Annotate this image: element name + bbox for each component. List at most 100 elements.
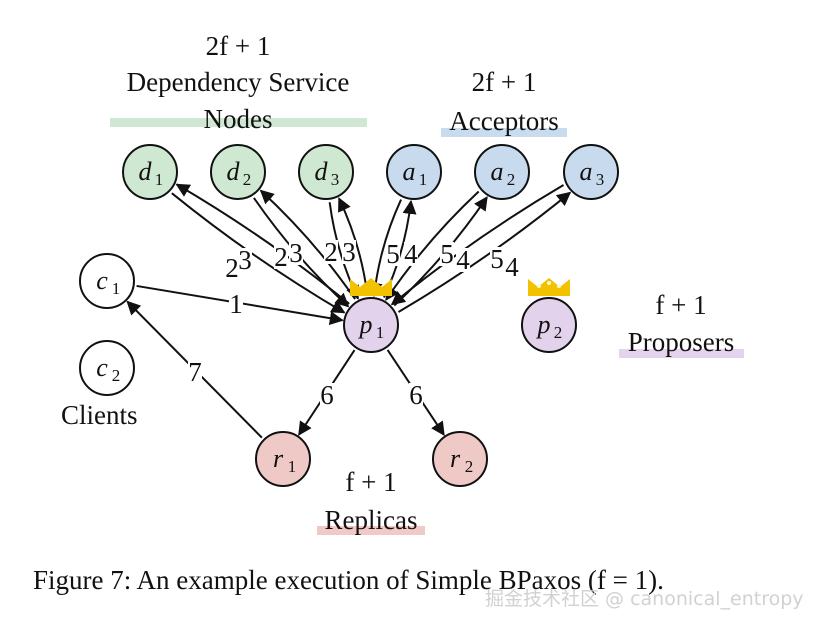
edge-label-bg	[440, 242, 454, 266]
crown-jewel	[537, 284, 541, 288]
dependency-name-label: Dependency Service	[126, 67, 350, 97]
replicas-name-label: Replicas	[324, 505, 418, 535]
node-sub-a1: 1	[419, 170, 428, 189]
crown-icon-p2	[528, 278, 570, 296]
replicas-count-label: f + 1	[345, 467, 397, 497]
edge-label-bg	[409, 383, 423, 407]
edge-label-p1-to-d2: 2	[274, 242, 288, 272]
edge-label-p1-to-r2: 6	[409, 380, 423, 410]
node-sub-r1: 1	[288, 457, 297, 476]
node-circle-a1	[386, 144, 442, 200]
node-sub-r2: 2	[465, 457, 474, 476]
edge-label-bg	[225, 256, 239, 280]
edge-label-c1-to-p1: 1	[229, 289, 243, 319]
node-label-a3: a	[580, 157, 593, 186]
edge-p1-to-a3	[397, 191, 572, 313]
crown-jewel	[557, 284, 561, 288]
node-label-p1: p	[358, 310, 373, 339]
edge-label-bg	[289, 241, 303, 265]
node-sub-d1: 1	[155, 170, 164, 189]
node-label-d2: d	[227, 157, 241, 186]
node-circle-r2	[432, 431, 488, 487]
node-label-r2: r	[450, 444, 461, 473]
edge-label-p1-to-d1: 2	[225, 253, 239, 283]
watermark: 掘金技术社区 @ canonical_entropy	[485, 588, 804, 610]
node-label-r1: r	[273, 444, 284, 473]
edge-label-d1-to-p1: 3	[238, 245, 252, 275]
edge-label-bg	[342, 240, 356, 264]
node-sub-p2: 2	[554, 323, 563, 342]
node-sub-p1: 1	[376, 323, 385, 342]
node-label-a1: a	[403, 157, 416, 186]
node-circle-c2	[79, 340, 135, 396]
edge-label-d2-to-p1: 3	[289, 238, 303, 268]
edge-label-d3-to-p1: 3	[342, 237, 356, 267]
edge-label-bg	[404, 242, 418, 266]
node-label-d3: d	[315, 157, 329, 186]
node-sub-a3: 3	[596, 170, 605, 189]
edge-label-p1-to-a1: 4	[404, 239, 418, 269]
node-label-c1: c	[96, 266, 108, 295]
node-circle-r1	[255, 431, 311, 487]
clients-label: Clients	[61, 400, 138, 430]
edge-label-bg	[324, 240, 338, 264]
edge-label-r1-to-c1: 7	[188, 357, 202, 387]
node-circle-d3	[298, 144, 354, 200]
proposers-count-label: f + 1	[655, 290, 707, 320]
node-circle-c1	[79, 253, 135, 309]
node-sub-d3: 3	[331, 170, 340, 189]
figure-caption: Figure 7: An example execution of Simple…	[33, 565, 664, 595]
edge-label-p1-to-a3: 4	[505, 252, 519, 282]
edge-a2-to-p1	[385, 190, 480, 301]
edge-label-p1-to-d3: 2	[324, 237, 338, 267]
edge-label-p1-to-r1: 6	[320, 380, 334, 410]
node-circle-a3	[563, 144, 619, 200]
edge-d1-to-p1	[171, 192, 346, 314]
edge-p1-to-d2	[259, 189, 356, 300]
edge-label-a1-to-p1: 5	[386, 239, 400, 269]
edge-label-bg	[188, 360, 202, 384]
acceptors-highlight	[441, 128, 567, 137]
edge-label-bg	[456, 248, 470, 272]
edge-label-bg	[229, 292, 243, 316]
node-circle-d2	[210, 144, 266, 200]
node-circle-p1	[343, 297, 399, 353]
node-label-p2: p	[536, 310, 551, 339]
dependency-highlight	[110, 118, 367, 127]
replicas-highlight	[317, 526, 425, 535]
proposers-name-label: Proposers	[627, 327, 735, 357]
edge-label-bg	[320, 383, 334, 407]
edge-label-bg	[505, 255, 519, 279]
node-circle-a2	[474, 144, 530, 200]
edge-label-bg	[386, 242, 400, 266]
acceptors-name-label: Acceptors	[449, 106, 559, 136]
proposers-highlight	[619, 349, 744, 358]
dependency-count-label: 2f + 1	[205, 31, 271, 61]
node-sub-a2: 2	[507, 170, 516, 189]
edge-label-bg	[274, 245, 288, 269]
crown-icon-p1	[350, 278, 392, 296]
edge-label-p1-to-a2: 4	[456, 245, 470, 275]
dependency-name-label-2: Nodes	[203, 104, 273, 134]
node-label-c2: c	[96, 353, 108, 382]
node-label-d1: d	[139, 157, 153, 186]
edge-label-bg	[238, 248, 252, 272]
node-circle-p2	[521, 297, 577, 353]
edge-a3-to-p1	[390, 184, 565, 306]
crown-jewel	[547, 281, 551, 285]
node-circle-d1	[122, 144, 178, 200]
node-sub-d2: 2	[243, 170, 252, 189]
